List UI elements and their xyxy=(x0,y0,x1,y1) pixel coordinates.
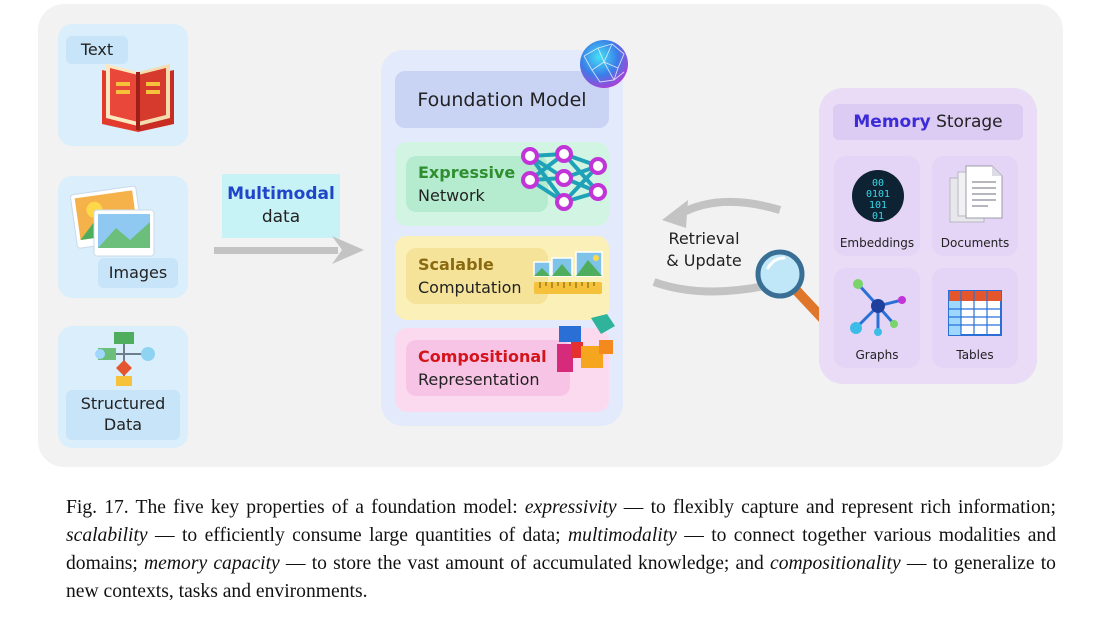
caption-part-1: Fig. 17. The five key properties of a fo… xyxy=(66,497,525,518)
structured-line2: Data xyxy=(103,415,143,434)
documents-label: Documents xyxy=(940,236,1010,250)
figure-caption: Fig. 17. The five key properties of a fo… xyxy=(66,494,1056,606)
memory-storage-title: Memory Storage xyxy=(833,104,1023,140)
caption-term-multimodality: multimodality xyxy=(568,525,677,546)
embeddings-label: Embeddings xyxy=(839,236,915,250)
expressive-accent: Expressive xyxy=(418,162,516,182)
globe-icon xyxy=(580,40,628,88)
input-arrow xyxy=(214,236,364,264)
scalable-label-box: Scalable Computation xyxy=(406,248,548,304)
caption-part-3: — to efficiently consume large quantitie… xyxy=(147,525,568,546)
image-stack-icon xyxy=(70,185,155,257)
memory-title-rest: Storage xyxy=(936,112,1003,132)
compositional-label-box: Compositional Representation xyxy=(406,340,570,396)
retrieval-update-label: Retrieval & Update xyxy=(657,228,751,284)
caption-part-4: — to connect together various modalities… xyxy=(66,525,1056,574)
memory-title-accent: Memory xyxy=(853,112,931,132)
binary-row-3: 101 xyxy=(869,200,887,211)
book-icon xyxy=(102,64,174,132)
scalable-rest: Computation xyxy=(418,278,522,297)
caption-term-memory-capacity: memory capacity xyxy=(144,553,280,574)
flowchart-icon xyxy=(95,332,155,386)
multimodal-rest: data xyxy=(261,207,301,227)
foundation-model-title: Foundation Model xyxy=(395,71,609,128)
building-blocks-icon xyxy=(557,314,615,372)
multimodal-data-box: Multimodal data xyxy=(222,174,340,238)
binary-row-2: 0101 xyxy=(866,189,890,200)
caption-term-scalability: scalability xyxy=(66,525,148,546)
neural-network-icon xyxy=(521,145,607,211)
multimodal-highlight: Multimodal xyxy=(227,184,335,205)
retrieval-line2: & Update xyxy=(666,251,742,271)
binary-row-1: 00 xyxy=(872,178,884,189)
binary-row-4: 01 xyxy=(872,211,884,222)
memory-tile-embeddings: 00 0101 101 01 Embeddings xyxy=(834,156,920,256)
caption-term-expressivity: expressivity xyxy=(524,497,617,518)
text-label: Text xyxy=(66,36,128,64)
structured-line1: Structured xyxy=(80,394,166,414)
documents-icon xyxy=(949,165,1003,223)
ruler-images-icon xyxy=(533,251,603,294)
caption-term-compositionality: compositionality xyxy=(770,553,901,574)
expressive-rest: Network xyxy=(418,186,485,205)
compositional-rest: Representation xyxy=(418,370,540,389)
binary-icon: 00 0101 101 01 xyxy=(852,170,904,222)
memory-tile-graphs: Graphs xyxy=(834,268,920,368)
caption-part-5: — to store the vast amount of accumulate… xyxy=(279,553,771,574)
structured-data-label: Structured Data xyxy=(66,390,180,440)
memory-tile-documents: Documents xyxy=(932,156,1018,256)
tables-label: Tables xyxy=(956,348,994,362)
scalable-accent: Scalable xyxy=(418,254,494,274)
compositional-accent: Compositional xyxy=(418,346,547,366)
retrieval-line1: Retrieval xyxy=(668,229,740,248)
caption-part-2: — to flexibly capture and represent rich… xyxy=(616,497,1056,518)
graphs-label: Graphs xyxy=(855,348,899,362)
caption-part-6: — to generalize to new contexts, tasks a… xyxy=(66,553,1056,602)
images-label: Images xyxy=(98,258,178,288)
graph-icon xyxy=(850,279,906,336)
memory-tile-tables: Tables xyxy=(932,268,1018,368)
table-icon xyxy=(948,290,1002,336)
